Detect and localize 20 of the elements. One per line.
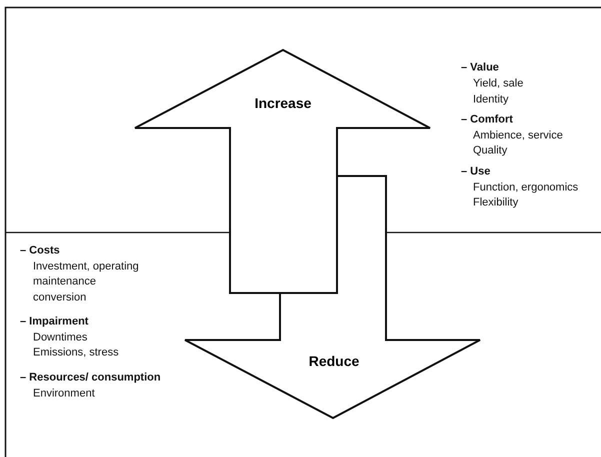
item-text: Ambience, service	[473, 130, 563, 142]
item-text: maintenance	[33, 276, 96, 288]
item-text: Investment, operating	[33, 260, 139, 274]
item-text: Downtimes	[33, 332, 88, 344]
item-text: Flexibility	[473, 196, 518, 210]
category-heading: – Use	[461, 166, 490, 178]
item-text: conversion	[33, 292, 86, 304]
item-text: Function, ergonomics	[473, 182, 578, 194]
arrow-label: Increase	[254, 95, 312, 111]
item-text: Quality	[473, 144, 508, 158]
item-text: Environment	[33, 388, 95, 400]
category-heading: – Impairment	[20, 316, 88, 328]
item-text: Emissions, stress	[33, 346, 119, 360]
arrow-label: Reduce	[308, 353, 360, 369]
item-text: Yield, sale	[473, 78, 524, 90]
category-heading: – Resources/ consumption	[20, 372, 161, 384]
category-heading: – Comfort	[461, 114, 513, 126]
item-text: Identity	[473, 94, 508, 106]
category-heading: – Value	[461, 62, 499, 74]
category-heading: – Costs	[20, 244, 60, 258]
